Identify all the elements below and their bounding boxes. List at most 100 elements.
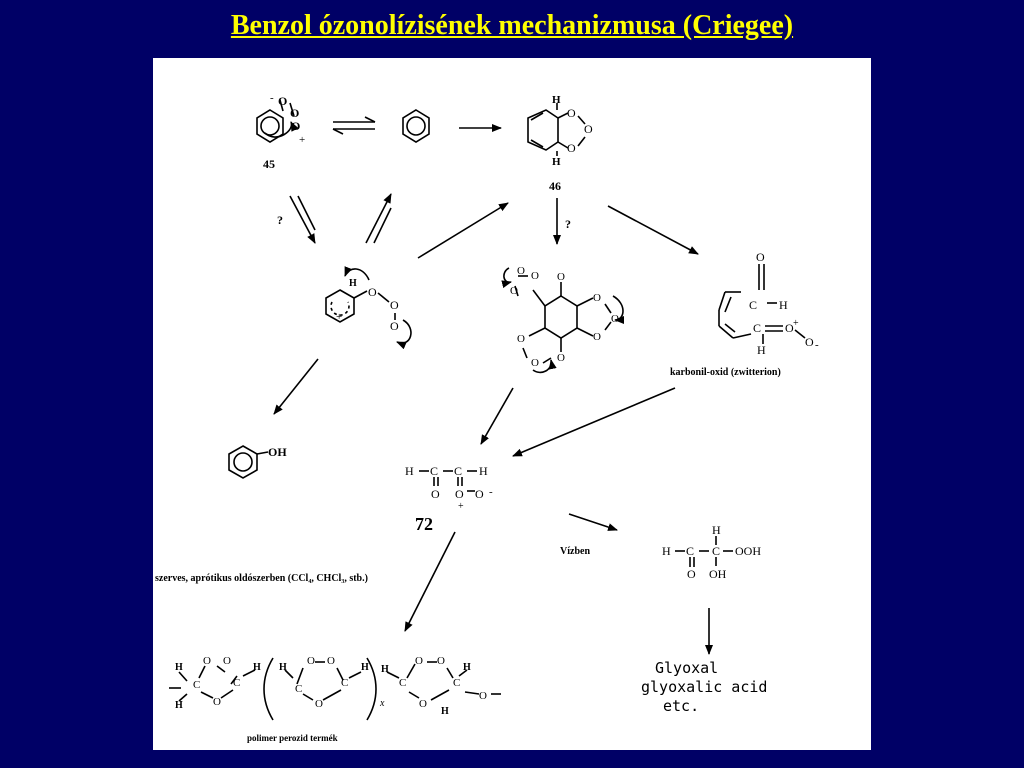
tri-o1: O xyxy=(517,265,525,277)
c72-h2: H xyxy=(479,464,488,478)
polymer-structure xyxy=(169,657,501,721)
arrow-72-to-hydroperoxide xyxy=(568,513,618,531)
poly-subscript-x: x xyxy=(379,698,385,709)
poly-o8: O xyxy=(437,655,445,667)
hp-h2: H xyxy=(712,523,721,537)
c72-minus: - xyxy=(489,486,493,498)
label-46: 46 xyxy=(549,179,561,193)
atom-o3-cation: O xyxy=(390,319,399,333)
poly-h4: H xyxy=(279,662,287,673)
hp-o1: O xyxy=(687,567,696,581)
atom-o1-46: O xyxy=(567,106,576,120)
c72-o2: O xyxy=(455,487,464,501)
complex-45-structure xyxy=(256,99,299,143)
label-45: 45 xyxy=(263,157,275,171)
poly-h5: H xyxy=(361,662,369,673)
c72-h1: H xyxy=(405,464,414,478)
poly-c1: C xyxy=(193,679,200,691)
arrow-cation-to-46 xyxy=(417,202,509,259)
arrow-72-to-polymer xyxy=(404,531,456,632)
atom-o1-45: O xyxy=(278,94,287,108)
arrow-45-to-cation xyxy=(289,195,316,244)
phenol-oh: OH xyxy=(268,445,287,459)
hydroperoxide-structure xyxy=(675,536,733,567)
mechanism-svg: - O O O + 45 H O O O H 46 ? ? H O O O + … xyxy=(155,92,819,743)
ozonide-46-structure xyxy=(527,103,586,156)
poly-c3: C xyxy=(295,683,302,695)
arrow-cation-to-benzene xyxy=(365,193,392,244)
solvent-label: szerves, aprótikus oldószerben (CCl₄, CH… xyxy=(155,573,368,584)
poly-h7: H xyxy=(463,662,471,673)
hp-oh: OH xyxy=(709,567,727,581)
carbonyl-oxide-structure xyxy=(718,264,806,344)
tri-o5: O xyxy=(593,292,601,304)
co-atom-o1: O xyxy=(756,250,765,264)
c72-c2: C xyxy=(454,464,462,478)
c72-plus: + xyxy=(458,501,464,512)
arrow-46-to-carbonyl-oxide xyxy=(607,205,699,255)
atom-o2-45: O xyxy=(290,106,299,120)
label-minus-45: - xyxy=(270,92,274,104)
arrow-cation-to-phenol xyxy=(273,358,319,415)
co-atom-h1: H xyxy=(779,298,788,312)
co-atom-c2: C xyxy=(753,321,761,335)
atom-h-cation: H xyxy=(349,278,357,289)
co-atom-o3: O xyxy=(805,335,814,349)
label-72: 72 xyxy=(415,514,433,534)
poly-o10: O xyxy=(479,690,487,702)
phenol-structure xyxy=(228,445,269,479)
co-label-minus: - xyxy=(815,339,819,351)
poly-h2: H xyxy=(175,700,183,711)
mechanism-diagram: - O O O + 45 H O O O H 46 ? ? H O O O + … xyxy=(153,58,871,750)
co-atom-h2: H xyxy=(757,343,766,357)
co-atom-c1: C xyxy=(749,298,757,312)
poly-o7: O xyxy=(415,655,423,667)
poly-h8: H xyxy=(441,706,449,717)
c72-c1: C xyxy=(430,464,438,478)
hp-ooh: OOH xyxy=(735,544,761,558)
atom-o3-46: O xyxy=(567,141,576,155)
benzene-structure xyxy=(402,109,430,143)
hp-h1: H xyxy=(662,544,671,558)
poly-o6: O xyxy=(315,698,323,710)
atom-o1-cation: O xyxy=(368,285,377,299)
poly-h6: H xyxy=(381,664,389,675)
atom-o3-45: O xyxy=(291,119,300,133)
tri-o2: O xyxy=(531,270,539,282)
carbonyl-oxide-label: karbonil-oxid (zwitterion) xyxy=(670,367,781,378)
tri-o10: O xyxy=(557,352,565,364)
poly-c5: C xyxy=(399,677,406,689)
equilibrium-arrows-top xyxy=(332,116,376,135)
compound-72-structure xyxy=(419,470,477,492)
slide-title: Benzol ózonolízisének mechanizmusa (Crie… xyxy=(230,10,794,41)
c72-o3: O xyxy=(475,487,484,501)
tri-o8: O xyxy=(517,333,525,345)
tri-o9: O xyxy=(531,357,539,369)
poly-c6: C xyxy=(453,677,460,689)
poly-c2: C xyxy=(233,677,240,689)
poly-o3: O xyxy=(213,696,221,708)
poly-o5: O xyxy=(327,655,335,667)
atom-h1-46: H xyxy=(552,94,561,106)
poly-o2: O xyxy=(223,655,231,667)
co-label-plus: + xyxy=(793,318,799,329)
product-glyoxal: Glyoxal xyxy=(655,659,718,677)
question-mark-right: ? xyxy=(565,217,571,231)
tri-o3: O xyxy=(510,285,518,297)
hp-c1: C xyxy=(686,544,694,558)
label-plus-45: + xyxy=(299,134,305,146)
cation-structure xyxy=(325,266,412,350)
atom-o2-cation: O xyxy=(390,298,399,312)
water-label: Vízben xyxy=(560,546,590,557)
hp-c2: C xyxy=(712,544,720,558)
tri-o6: O xyxy=(611,313,619,325)
arrow-carbonyl-oxide-to-72 xyxy=(512,387,676,457)
poly-c4: C xyxy=(341,677,348,689)
poly-o9: O xyxy=(419,698,427,710)
product-glyoxalic-acid: glyoxalic acid xyxy=(641,678,767,696)
c72-o1: O xyxy=(431,487,440,501)
atom-h2-46: H xyxy=(552,156,561,168)
tri-o4: O xyxy=(557,271,565,283)
poly-h3: H xyxy=(253,662,261,673)
arrow-trisozonide-to-72 xyxy=(480,387,514,445)
